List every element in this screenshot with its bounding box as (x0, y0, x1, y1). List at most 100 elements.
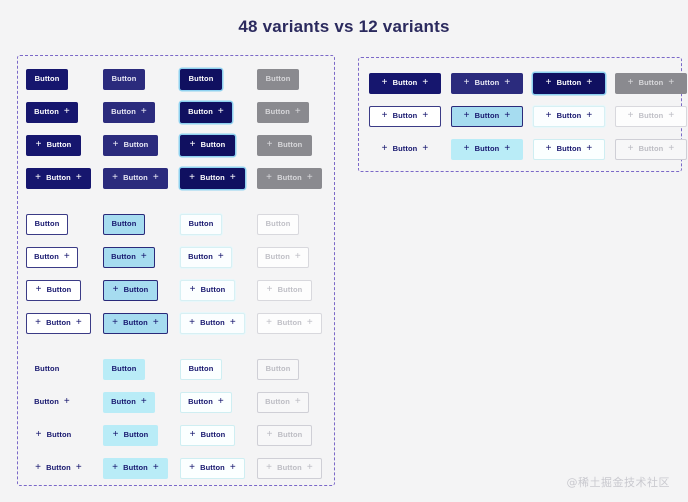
button-tertiary-focus[interactable]: +Button+ (533, 138, 605, 160)
button-tertiary-default[interactable]: +Button+ (369, 139, 441, 160)
button-primary-focus[interactable]: +Button+ (180, 167, 245, 189)
button-tertiary-default[interactable]: Button (26, 359, 68, 380)
button-primary-default[interactable]: + Button (26, 134, 81, 156)
variant-cell-tertiary-hover: +Button+ (451, 136, 529, 162)
button-primary-focus[interactable]: Button+ (180, 101, 232, 123)
button-secondary-focus[interactable]: Button+ (180, 246, 232, 268)
button-primary-focus[interactable]: +Button+ (533, 72, 605, 94)
button-secondary-disabled: +Button (257, 279, 312, 301)
button-primary-hover[interactable]: Button (103, 68, 145, 90)
button-primary-default[interactable]: Button+ (26, 101, 78, 123)
button-secondary-hover[interactable]: +Button+ (451, 105, 523, 127)
button-secondary-default[interactable]: Button (26, 213, 68, 235)
plus-icon-leading: + (463, 143, 470, 154)
plus-icon-trailing: + (294, 251, 301, 262)
button-tertiary-disabled: Button + (257, 391, 309, 413)
button-label: Button (474, 78, 500, 88)
variant-cell-secondary-disabled: +Button+ (615, 103, 688, 129)
button-secondary-focus[interactable]: +Button+ (180, 312, 245, 334)
variant-cell-secondary-disabled: Button (257, 211, 329, 237)
button-tertiary-disabled: +Button+ (615, 138, 687, 160)
button-tertiary-focus[interactable]: +Button (180, 424, 235, 446)
button-secondary-default[interactable]: +Button+ (26, 312, 91, 334)
button-tertiary-focus[interactable]: +Button+ (180, 457, 245, 479)
button-secondary-focus[interactable]: +Button (180, 279, 235, 301)
button-primary-default[interactable]: Button (26, 68, 68, 90)
plus-icon-leading: + (112, 139, 119, 150)
button-label: Button (474, 144, 500, 154)
variant-cell-primary-default: Button+ (26, 99, 98, 125)
button-secondary-default[interactable]: +Button+ (369, 105, 441, 127)
button-label: Button (392, 111, 418, 121)
button-tertiary-hover[interactable]: +Button (103, 424, 158, 446)
button-primary-hover[interactable]: Button+ (103, 101, 155, 123)
plus-icon-leading: + (266, 172, 273, 183)
button-tertiary-hover[interactable]: +Button+ (103, 457, 168, 479)
button-secondary-default[interactable]: Button+ (26, 246, 78, 268)
variant-cell-secondary-hover: +Button+ (103, 310, 175, 336)
variant-cell-tertiary-hover: Button+ (103, 389, 175, 415)
variant-cell-tertiary-disabled: +Button (257, 422, 329, 448)
plus-icon-trailing: + (140, 106, 147, 117)
button-label: Button (123, 140, 149, 150)
button-secondary-focus[interactable]: Button (180, 213, 222, 235)
button-secondary-focus[interactable]: +Button+ (533, 105, 605, 127)
variant-row-tertiary-trailing: Button+Button+Button+Button+ (18, 389, 334, 415)
variant-cell-primary-hover: Button+ (103, 99, 175, 125)
button-secondary-hover[interactable]: +Button+ (103, 312, 168, 334)
button-label: Button (123, 173, 148, 183)
plus-icon-leading: + (35, 139, 42, 150)
button-label: Button (46, 430, 72, 440)
plus-icon-trailing: + (294, 396, 301, 407)
button-primary-disabled: +Button+ (257, 167, 322, 189)
button-secondary-hover[interactable]: +Button (103, 279, 158, 301)
plus-icon-leading: + (627, 143, 634, 154)
variant-cell-primary-hover: +Button+ (103, 165, 175, 191)
variant-cell-primary-default: + Button (26, 132, 98, 158)
variant-row-secondary-both: +Button+ +Button+ +Button+ +Button+ (359, 103, 687, 129)
plus-icon-trailing: + (306, 462, 313, 473)
plus-icon-trailing: + (422, 143, 429, 154)
button-tertiary-default[interactable]: +Button (26, 425, 81, 446)
button-label: Button (34, 252, 59, 262)
button-primary-focus[interactable]: Button (180, 68, 222, 90)
plus-icon-leading: + (112, 284, 119, 295)
button-secondary-hover[interactable]: Button (103, 213, 145, 235)
button-primary-default[interactable]: +Button+ (369, 72, 441, 94)
button-primary-hover[interactable]: +Button+ (451, 72, 523, 94)
button-tertiary-focus[interactable]: Button+ (180, 391, 232, 413)
button-tertiary-default[interactable]: +Button+ (26, 458, 91, 479)
plus-icon-trailing: + (229, 317, 236, 328)
button-primary-focus[interactable]: +Button (180, 134, 235, 156)
button-label: Button (474, 111, 500, 121)
button-label: Button (638, 111, 664, 121)
button-primary-disabled: +Button+ (615, 72, 687, 94)
button-secondary-default[interactable]: +Button (26, 279, 81, 301)
button-primary-default[interactable]: +Button+ (26, 167, 91, 189)
button-tertiary-focus[interactable]: Button (180, 358, 222, 380)
button-tertiary-hover[interactable]: Button+ (103, 391, 155, 413)
button-label: Button (556, 78, 582, 88)
variant-row-tertiary-both: +Button++Button++Button++Button+ (359, 136, 687, 162)
button-primary-hover[interactable]: +Button+ (103, 167, 168, 189)
variant-cell-tertiary-default: +Button+ (26, 455, 98, 481)
button-label: Button (200, 463, 225, 473)
button-primary-hover[interactable]: + Button (103, 134, 158, 156)
button-tertiary-hover[interactable]: +Button+ (451, 138, 523, 160)
button-label: Button (46, 140, 72, 150)
variant-cell-primary-default: +Button+ (369, 70, 447, 96)
variant-row-tertiary-leading: +Button +Button +Button +Button (18, 422, 334, 448)
variant-cell-secondary-disabled: +Button+ (257, 310, 329, 336)
variant-cell-tertiary-hover: +Button (103, 422, 175, 448)
button-secondary-disabled: Button+ (257, 246, 309, 268)
plus-icon-leading: + (266, 139, 273, 150)
button-tertiary-hover[interactable]: Button (103, 358, 145, 380)
button-secondary-hover[interactable]: Button+ (103, 246, 155, 268)
button-label: Button (111, 364, 137, 374)
button-tertiary-default[interactable]: Button+ (26, 392, 78, 413)
variant-cell-tertiary-disabled: +Button+ (257, 455, 329, 481)
button-label: Button (265, 397, 290, 407)
button-label: Button (188, 219, 214, 229)
